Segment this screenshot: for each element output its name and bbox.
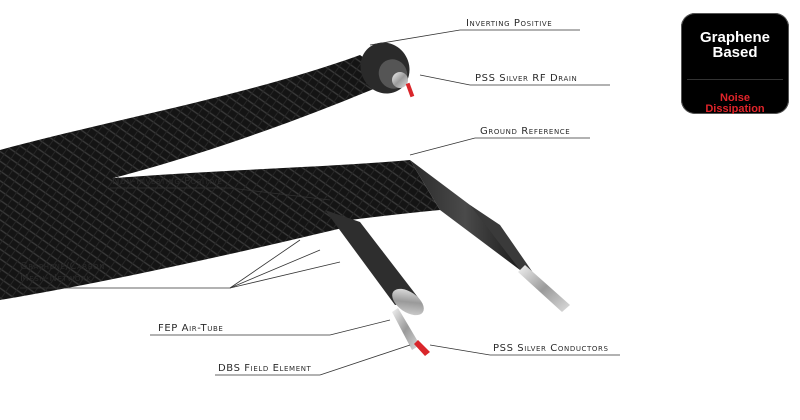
label-graphene-carbon-mesh: Graphene/Carbon Mesh-Network [20, 261, 105, 285]
label-inverting-positive: Inverting Positive [466, 18, 553, 29]
badge-subtitle: Noise Dissipation [681, 92, 789, 115]
badge-sub-line1: Noise [720, 92, 750, 104]
label-dbs-field-element: DBS Field Element [218, 363, 312, 374]
label-fep-air-tube: FEP Air-Tube [158, 323, 224, 334]
badge-title: Graphene Based [681, 30, 789, 60]
badge-title-line1: Graphene [699, 29, 771, 46]
graphene-badge: Graphene Based Noise Dissipation [681, 13, 789, 114]
label-ground-reference: Ground Reference [480, 126, 571, 137]
label-pss-silver-conductors: PSS Silver Conductors [493, 343, 609, 354]
badge-divider [687, 79, 783, 80]
label-graphene-carbon-line1: Graphene/Carbon [20, 261, 106, 272]
leader-lines [20, 29, 620, 376]
badge-sub-line2: Dissipation [705, 103, 765, 115]
badge-title-line2: Based [712, 44, 758, 61]
lower-cable [0, 210, 430, 356]
label-non-inverting-positive: Non-Inverting Positive [112, 176, 223, 187]
label-graphene-carbon-line2: Mesh-Network [20, 273, 92, 284]
upper-cable [0, 42, 415, 205]
label-pss-silver-rf-drain: PSS Silver RF Drain [475, 73, 578, 84]
